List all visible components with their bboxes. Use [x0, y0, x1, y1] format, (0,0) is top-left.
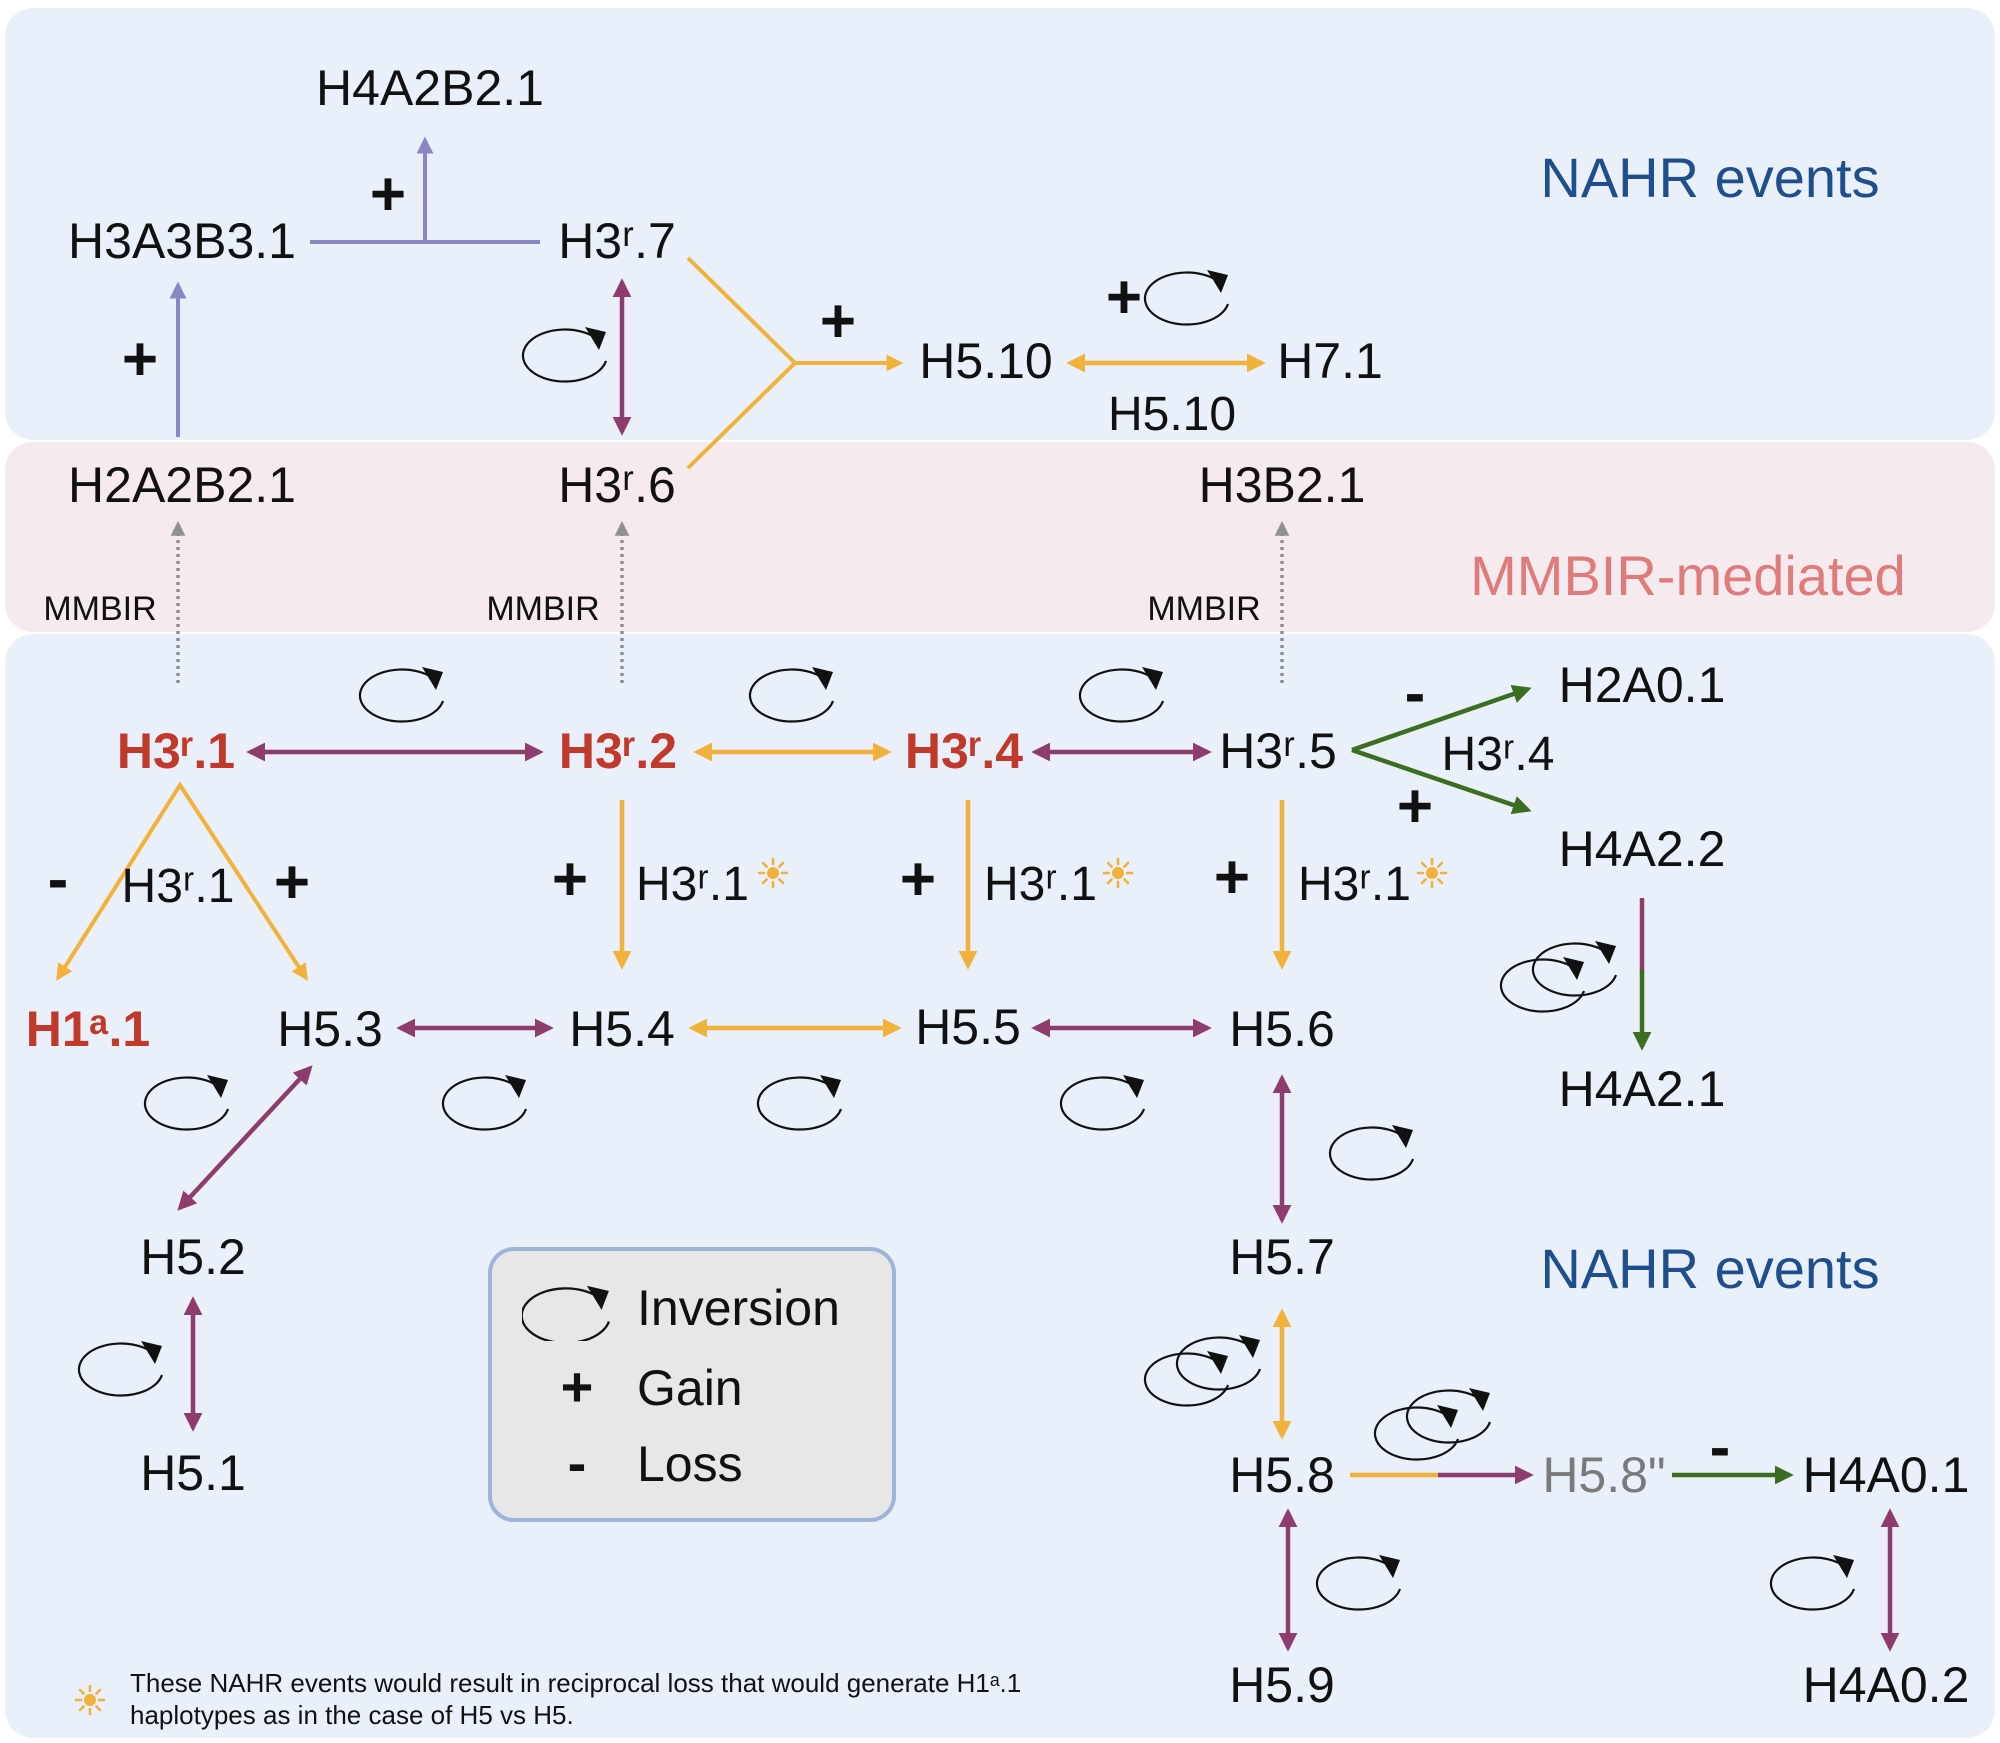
node-h3r5: H3ʳ.5: [1219, 723, 1337, 779]
region-label-top: NAHR events: [1540, 146, 1879, 209]
inversion-icon: [77, 1339, 164, 1397]
inversion-icon: [1328, 1123, 1415, 1181]
mmbir-label: MMBIR: [1147, 590, 1260, 628]
node-h5-9: H5.9: [1229, 1657, 1335, 1713]
legend-row-gain: + Gain: [492, 1351, 892, 1421]
inversion-icon: [748, 665, 835, 723]
gain-sign: +: [1397, 772, 1433, 841]
node-h3r7: H3ʳ.7: [558, 213, 676, 269]
inversion-icon: [1143, 268, 1230, 326]
gain-sign: +: [274, 848, 310, 917]
legend-label-inversion: Inversion: [637, 1280, 840, 1336]
gain-sign: +: [900, 845, 936, 914]
node-h7-1: H7.1: [1277, 333, 1383, 389]
node-h5-4: H5.4: [569, 1001, 675, 1057]
node-h4a0-1: H4A0.1: [1803, 1447, 1970, 1503]
middle-panel-mmbir: [5, 442, 1995, 632]
edge-h3r7-h3r6-merge: [686, 256, 798, 470]
mmbir-label: MMBIR: [43, 590, 156, 628]
inversion-icon: [522, 1271, 632, 1341]
edge-label-h3r5-down: H3ʳ.1: [1298, 858, 1411, 911]
legend-row-inversion: Inversion: [492, 1271, 892, 1341]
legend-label-loss: Loss: [637, 1436, 743, 1492]
gain-sign: +: [820, 287, 856, 356]
inversion-icon: [1059, 1073, 1146, 1131]
inversion-icon: [358, 665, 445, 723]
node-h5-1: H5.1: [140, 1445, 246, 1501]
node-h3r1: H3ʳ.1: [117, 723, 235, 779]
edge-h3r5-h2a0-1: [1351, 685, 1532, 753]
edge-label-h5-10: H5.10: [1108, 388, 1236, 441]
gain-sign: +: [122, 325, 158, 394]
node-h5-8: H5.8: [1229, 1447, 1335, 1503]
inversion-icon: [521, 325, 608, 383]
footnote-sun-icon: [74, 1684, 106, 1716]
node-h4a2-1: H4A2.1: [1559, 1061, 1726, 1117]
inversion-icon: [1769, 1553, 1856, 1611]
node-h4a2b2-1: H4A2B2.1: [316, 60, 544, 116]
gain-sign: +: [552, 845, 588, 914]
inversion-icon: [143, 1073, 230, 1131]
inversion-icon: [1143, 1349, 1230, 1407]
node-h1a1: H1ᵃ.1: [26, 1001, 151, 1057]
footnote-line-2: haplotypes as in the case of H5 vs H5.: [130, 1700, 574, 1730]
node-h5-3: H5.3: [277, 1001, 383, 1057]
node-h3b2-1: H3B2.1: [1199, 457, 1366, 513]
edge-label-h3r1-split: H3ʳ.1: [122, 860, 235, 913]
node-h3r6: H3ʳ.6: [558, 457, 676, 513]
bottom-panel-nahr: [5, 634, 1995, 1738]
edge-label-h3r4: H3ʳ.4: [1442, 728, 1555, 781]
node-h3r2: H3ʳ.2: [559, 723, 677, 779]
legend-label-gain: Gain: [637, 1360, 743, 1416]
edge-h3r1-split: [56, 781, 308, 981]
footnote-sun-icon: [1102, 857, 1134, 889]
mmbir-label: MMBIR: [486, 590, 599, 628]
inversion-icon: [441, 1073, 528, 1131]
loss-sign: -: [1405, 659, 1426, 728]
footnote-sun-icon: [1416, 857, 1448, 889]
node-h3a3b3-1: H3A3B3.1: [68, 213, 296, 269]
node-h2a2b2-1: H2A2B2.1: [68, 457, 296, 513]
gain-sign: +: [1214, 843, 1250, 912]
loss-sign: -: [48, 845, 69, 914]
node-h5-8pp: H5.8": [1542, 1447, 1665, 1503]
inversion-icon: [1315, 1553, 1402, 1611]
top-panel-nahr: [5, 8, 1995, 440]
inversion-icon: [756, 1073, 843, 1131]
region-label-bottom: NAHR events: [1540, 1237, 1879, 1300]
edge-h3r5-h4a2-2: [1351, 747, 1532, 815]
footnote-sun-icon: [757, 857, 789, 889]
edge-label-h3r2-down: H3ʳ.1: [636, 858, 749, 911]
node-h5-2: H5.2: [140, 1229, 246, 1285]
edge-h5-3-h5-2: [177, 1065, 313, 1211]
node-h5-6: H5.6: [1229, 1001, 1335, 1057]
edge-label-h3r4-down: H3ʳ.1: [984, 858, 1097, 911]
gain-sign: +: [370, 160, 406, 229]
legend: Inversion + Gain - Loss: [488, 1247, 896, 1522]
legend-row-loss: - Loss: [492, 1427, 892, 1497]
node-h3r4: H3ʳ.4: [905, 723, 1023, 779]
node-h5-7: H5.7: [1229, 1229, 1335, 1285]
node-h4a0-2: H4A0.2: [1803, 1657, 1970, 1713]
node-h4a2-2: H4A2.2: [1559, 821, 1726, 877]
inversion-icon: [1078, 665, 1165, 723]
node-h5-5: H5.5: [915, 999, 1021, 1055]
footnote-line-1: These NAHR events would result in recipr…: [130, 1668, 1021, 1698]
gain-sign: +: [1106, 263, 1142, 332]
loss-sign: -: [1710, 1413, 1731, 1482]
loss-symbol: -: [567, 1430, 587, 1494]
inversion-icon: [1499, 955, 1586, 1013]
node-h5-10: H5.10: [919, 333, 1052, 389]
region-label-mmbir: MMBIR-mediated: [1470, 544, 1906, 607]
node-h2a0-1: H2A0.1: [1559, 657, 1726, 713]
gain-symbol: +: [560, 1354, 594, 1418]
